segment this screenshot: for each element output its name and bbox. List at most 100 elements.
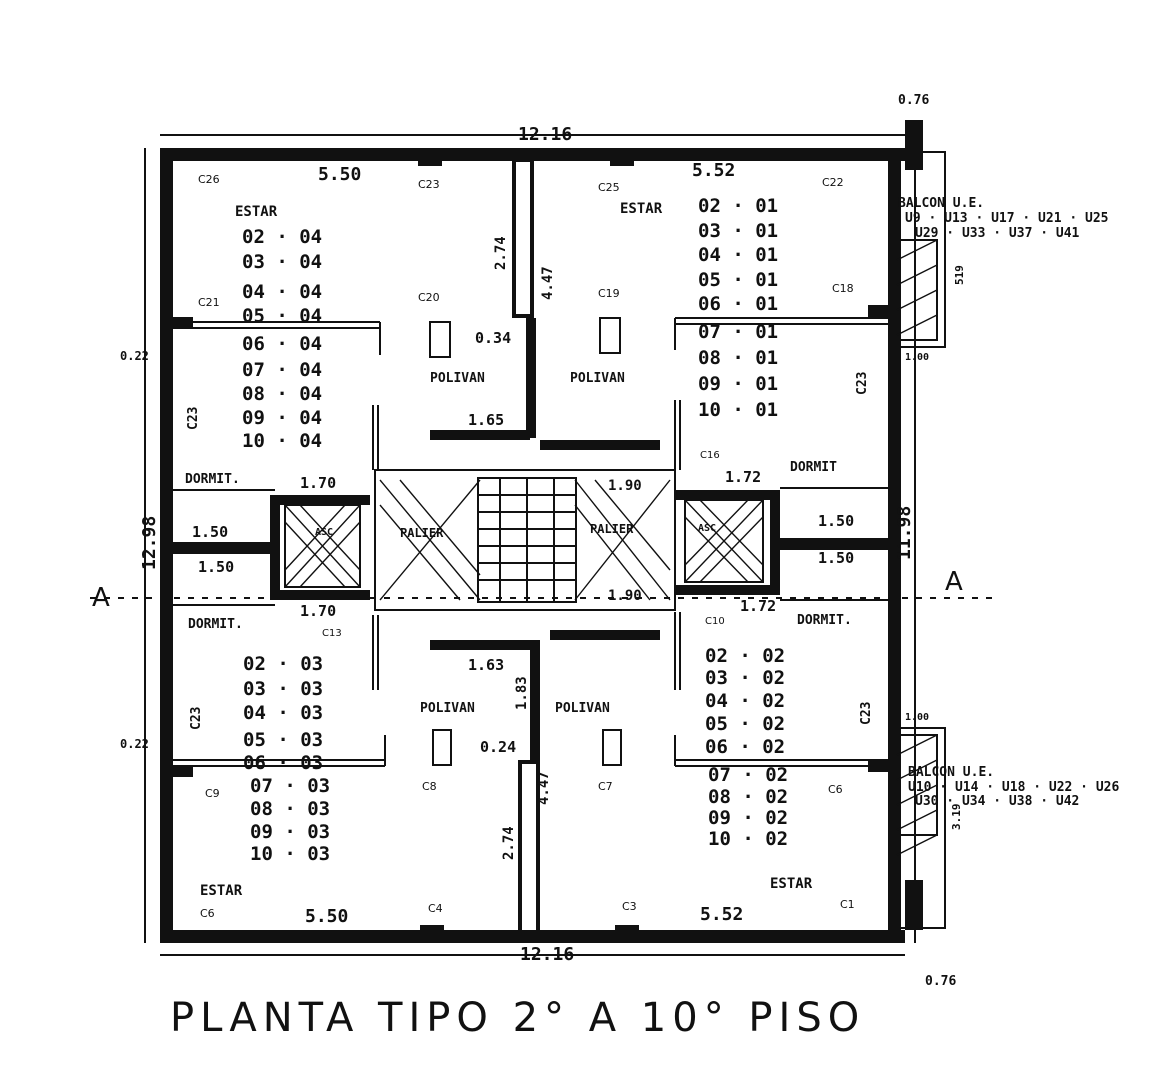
unit-bl-4: 05 · 03 (243, 729, 323, 751)
unit-tr-1: 02 · 01 (698, 195, 778, 217)
balcony-unit-codes: U9 · U13 · U17 · U21 · U25 U29 · U33 · U… (905, 211, 1119, 809)
room-labels: ESTAR ESTAR ESTAR ESTAR DORMIT. DORMIT D… (185, 196, 994, 899)
balcony-bottom-codes-2: U30 · U34 · U38 · U42 (915, 794, 1079, 809)
dim-bottom-left: 5.50 (305, 906, 348, 927)
dim-100b: 1.00 (905, 712, 929, 723)
room-dormit-tl: DORMIT. (185, 472, 240, 487)
room-estar-br: ESTAR (770, 876, 813, 892)
col-c9: C9 (205, 787, 220, 800)
unit-br-9: 10 · 02 (708, 828, 788, 850)
dim-319: 3.19 (950, 804, 963, 831)
party-walls (512, 158, 540, 935)
unit-tl-4: 05 · 04 (242, 305, 322, 327)
dim-447a: 4.47 (540, 266, 556, 300)
col-c23-left-top: C23 (186, 407, 201, 430)
col-c16: C16 (700, 450, 720, 461)
dim-170a: 1.70 (300, 474, 336, 492)
plan-title: PLANTA TIPO 2° A 10° PISO (170, 995, 866, 1041)
dim-right-total: 11.98 (894, 506, 915, 560)
units-br: 02 · 02 03 · 02 04 · 02 05 · 02 06 · 02 … (705, 645, 788, 850)
dim-274b: 2.74 (501, 826, 517, 860)
dim-top-left: 5.50 (318, 164, 361, 185)
room-polivan-br: POLIVAN (555, 701, 610, 716)
room-polivan-tr: POLIVAN (570, 371, 625, 386)
dim-top-right: 5.52 (692, 160, 735, 181)
window-jambs (173, 158, 888, 933)
col-c23-right-bottom: C23 (859, 702, 874, 725)
unit-tl-6: 07 · 04 (242, 359, 322, 381)
room-palier-r: PALIER (590, 522, 634, 536)
room-balcon-bottom: BALCON U.E. (908, 765, 994, 780)
dim-150d: 1.50 (818, 549, 854, 567)
balcony-top (892, 120, 946, 348)
unit-tr-8: 09 · 01 (698, 373, 778, 395)
col-c10: C10 (705, 616, 725, 627)
stair-core (374, 469, 676, 611)
unit-tr-5: 06 · 01 (698, 293, 778, 315)
dim-519: 519 (953, 265, 966, 285)
dim-offset-l2: 0.22 (120, 737, 149, 751)
dim-150b: 1.50 (198, 558, 234, 576)
unit-br-8: 09 · 02 (708, 807, 788, 829)
balcony-bottom-codes-1: U10 · U14 · U18 · U22 · U26 (908, 780, 1119, 795)
room-dormit-tr: DORMIT (790, 460, 837, 475)
room-asc-l: ASC (315, 527, 333, 538)
dim-190b: 1.90 (608, 588, 642, 604)
elevator-right (684, 499, 764, 583)
dim-172a: 1.72 (725, 468, 761, 486)
dim-balcony-bottom: 0.76 (925, 974, 956, 989)
room-dormit-br: DORMIT. (797, 613, 852, 628)
unit-br-2: 03 · 02 (705, 667, 785, 689)
room-polivan-bl: POLIVAN (420, 701, 475, 716)
column-labels: C26 C23 C25 C22 C21 C20 C19 C18 C9 C8 C7… (186, 173, 874, 920)
col-c6: C6 (828, 783, 843, 796)
dim-left-total: 12.98 (139, 516, 160, 570)
interior-walls (160, 317, 890, 767)
unit-tl-9: 10 · 04 (242, 430, 322, 452)
room-estar-tl: ESTAR (235, 204, 278, 220)
dimension-lines (90, 134, 1000, 956)
unit-bl-1: 02 · 03 (243, 653, 323, 675)
dim-163: 1.63 (468, 656, 504, 674)
section-a-left: A (92, 583, 110, 613)
unit-bl-9: 10 · 03 (250, 843, 330, 865)
unit-tr-7: 08 · 01 (698, 347, 778, 369)
col-c19: C19 (598, 287, 620, 300)
units-tl: 02 · 04 03 · 04 04 · 04 05 · 04 06 · 04 … (242, 226, 322, 452)
col-c7: C7 (598, 780, 613, 793)
col-c13: C13 (322, 628, 342, 639)
unit-tr-3: 04 · 01 (698, 244, 778, 266)
balcony-top-codes-1: U9 · U13 · U17 · U21 · U25 (905, 211, 1109, 226)
col-c3: C3 (622, 900, 637, 913)
room-palier-l: PALIER (400, 526, 444, 540)
col-c8: C8 (422, 780, 437, 793)
unit-tl-5: 06 · 04 (242, 333, 322, 355)
unit-tl-3: 04 · 04 (242, 281, 322, 303)
unit-bl-7: 08 · 03 (250, 798, 330, 820)
col-c26: C26 (198, 173, 220, 186)
dim-bottom-right: 5.52 (700, 904, 743, 925)
unit-tr-9: 10 · 01 (698, 399, 778, 421)
col-c21: C21 (198, 296, 220, 309)
dim-447b: 4.47 (536, 771, 552, 805)
dim-100a: 1.00 (905, 352, 929, 363)
col-c22: C22 (822, 176, 844, 189)
dim-024: 0.24 (480, 738, 516, 756)
dim-170b: 1.70 (300, 602, 336, 620)
unit-tl-1: 02 · 04 (242, 226, 322, 248)
unit-bl-5: 06 · 03 (243, 752, 323, 774)
room-estar-tr: ESTAR (620, 201, 663, 217)
exterior-walls (160, 148, 905, 943)
unit-bl-8: 09 · 03 (250, 821, 330, 843)
col-c6b: C6 (200, 907, 215, 920)
units-tr: 02 · 01 03 · 01 04 · 01 05 · 01 06 · 01 … (698, 195, 778, 421)
unit-tl-7: 08 · 04 (242, 383, 322, 405)
units-bl: 02 · 03 03 · 03 04 · 03 05 · 03 06 · 03 … (243, 653, 330, 865)
unit-tr-2: 03 · 01 (698, 220, 778, 242)
dim-balcony-top: 0.76 (898, 93, 929, 108)
unit-bl-2: 03 · 03 (243, 678, 323, 700)
unit-br-5: 06 · 02 (705, 736, 785, 758)
col-c23-right-top: C23 (855, 372, 870, 395)
col-c23-left-bottom: C23 (189, 707, 204, 730)
